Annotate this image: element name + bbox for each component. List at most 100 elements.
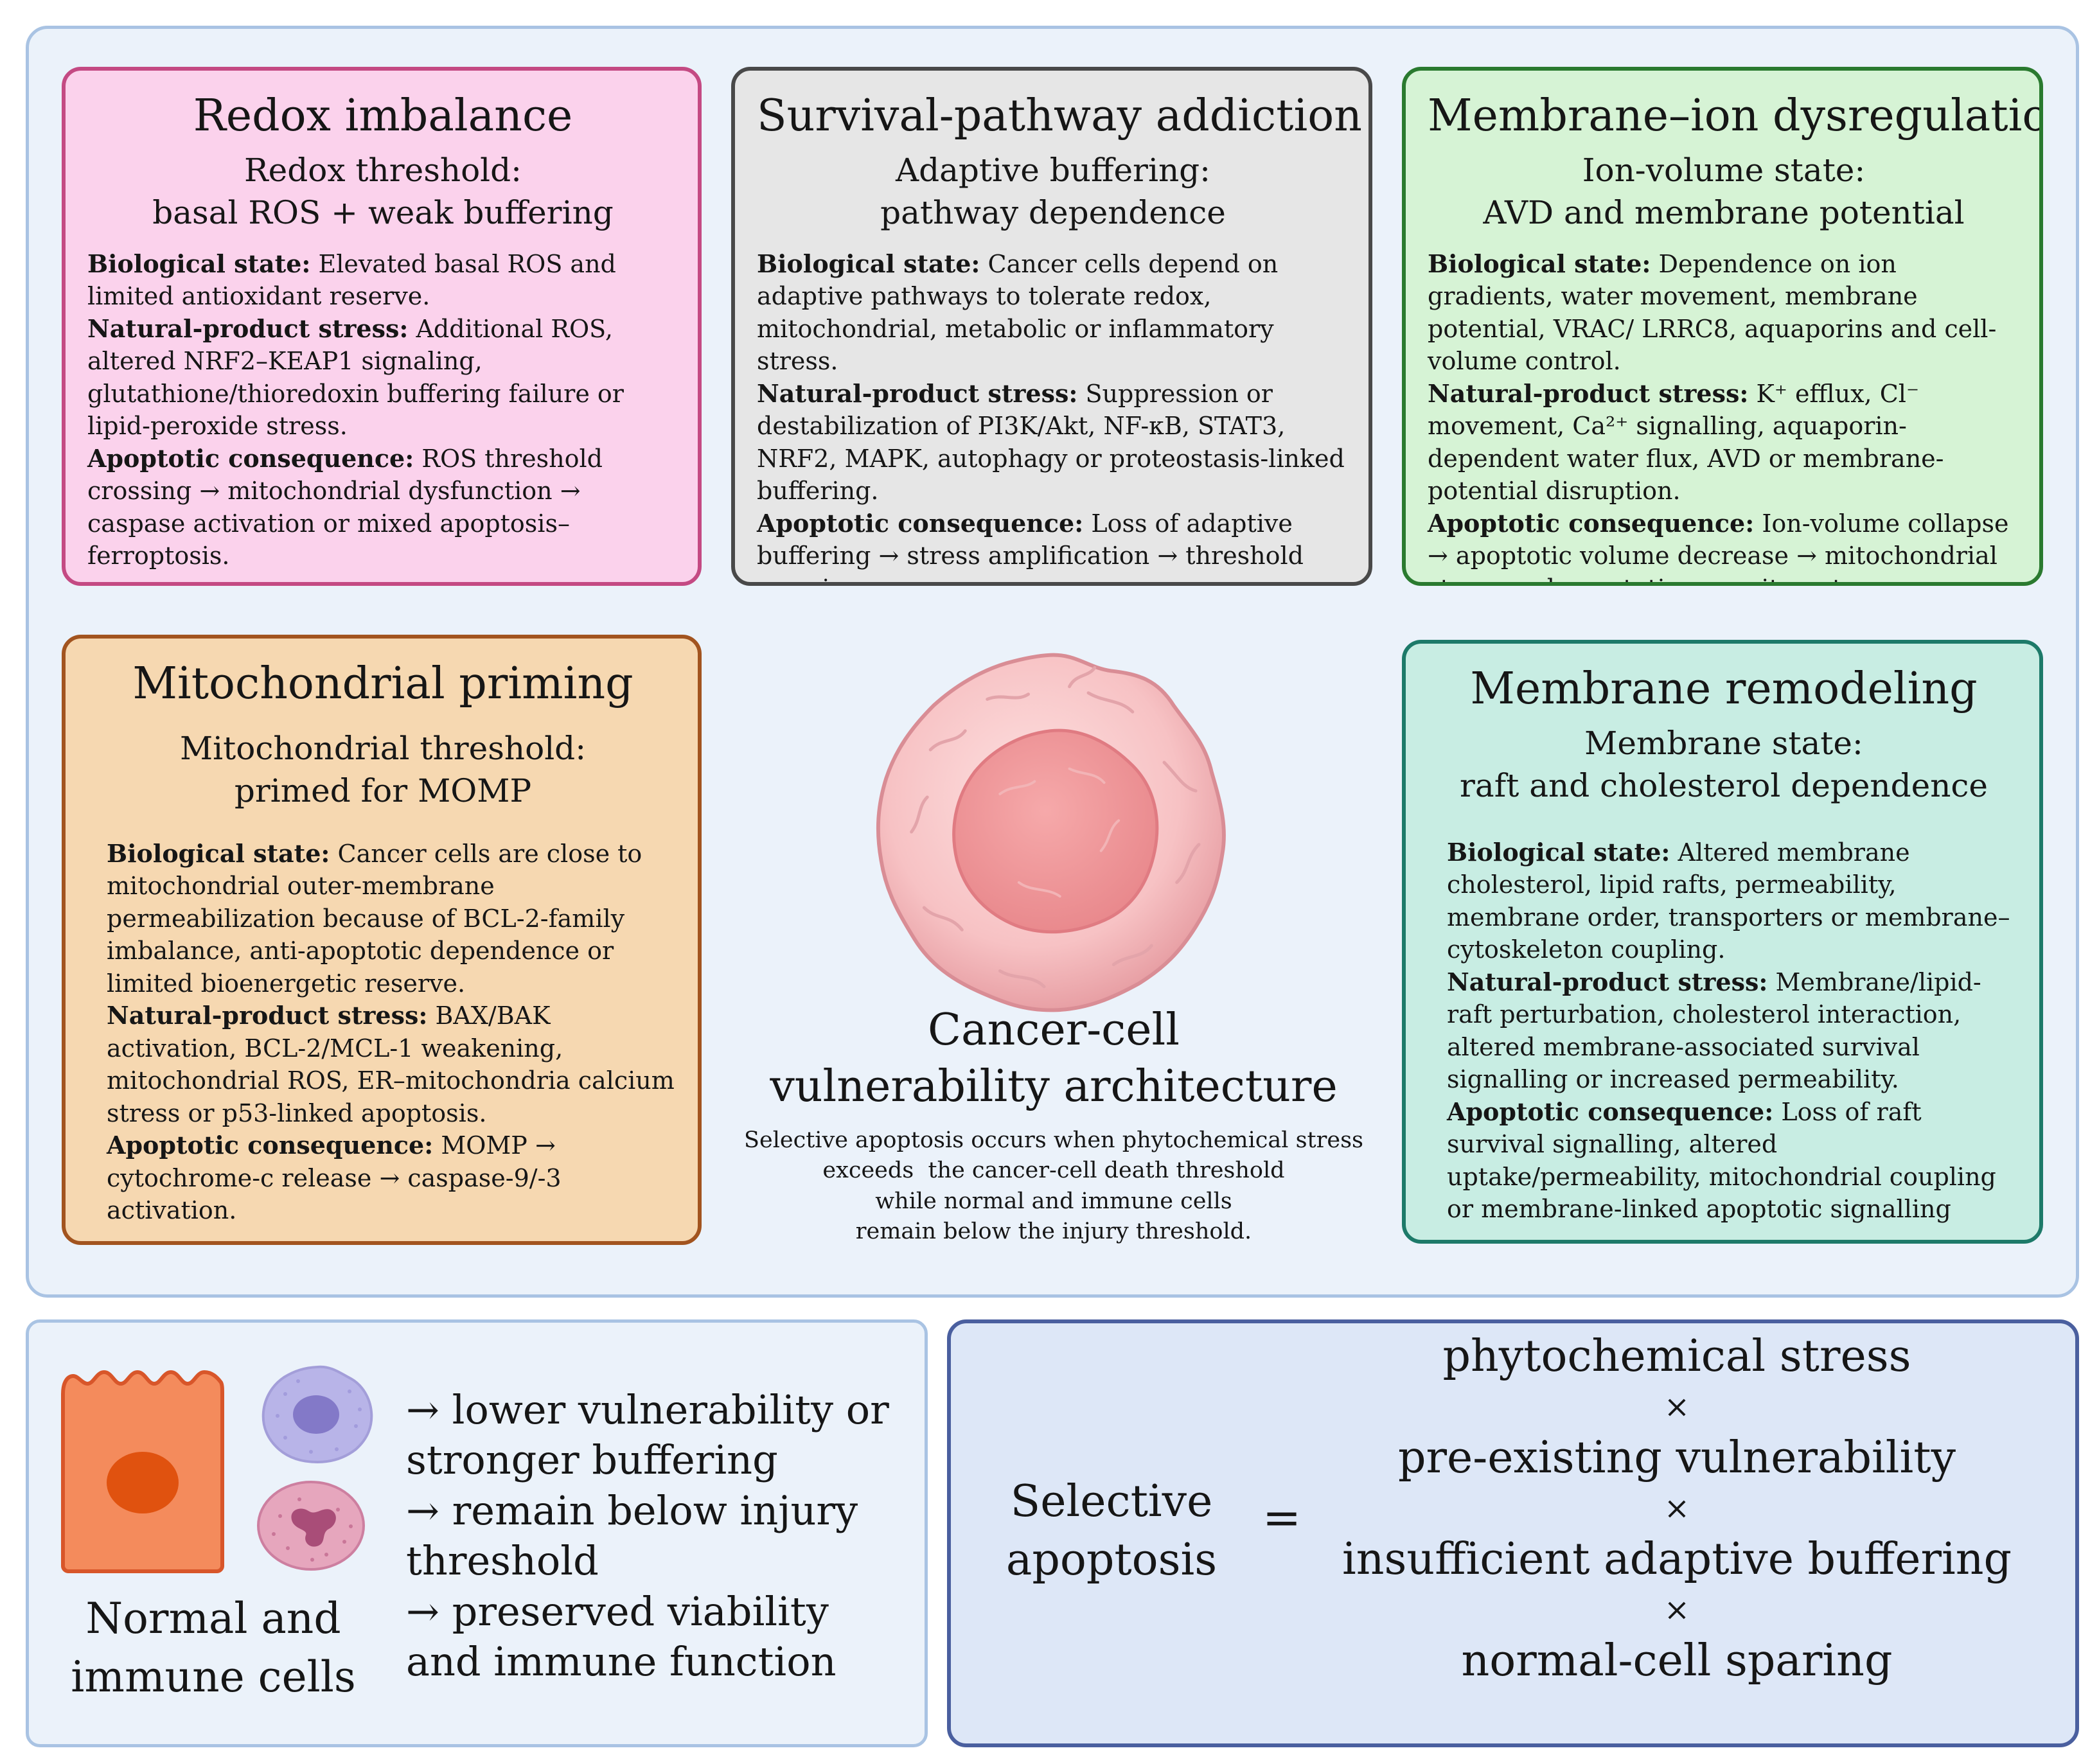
center-description-line: while normal and immune cells — [875, 1188, 1232, 1214]
card-mitochondrial-priming: Mitochondrial priming Mitochondrial thre… — [62, 635, 702, 1245]
card-body: Biological state: Cancer cells are close… — [87, 838, 678, 1227]
text: Cancer cells depend on adaptive pathways… — [757, 249, 1279, 376]
label: Biological state: — [107, 838, 330, 868]
natural-product-stress: Natural-product stress: Suppression or d… — [757, 378, 1349, 507]
center-description-line: Selective apoptosis occurs when phytoche… — [744, 1127, 1363, 1153]
effect-item: → preserved viability and immune functio… — [406, 1587, 837, 1686]
center-title: Cancer-cell vulnerability architecture — [732, 1002, 1375, 1116]
card-subtitle-line-2: basal ROS + weak buffering — [152, 193, 614, 231]
card-title: Membrane–ion dysregulation — [1428, 91, 2043, 141]
label: Apoptotic consequence: — [1447, 1097, 1774, 1126]
epithelial-cell-icon — [61, 1370, 224, 1573]
card-body: Biological state: Altered membrane chole… — [1428, 836, 2020, 1226]
normal-cells-label: Normal and immune cells — [59, 1589, 368, 1706]
times-sign: × — [1663, 1592, 1690, 1628]
label: Apoptotic consequence: — [757, 508, 1084, 538]
biological-state: Biological state: Cancer cells are close… — [107, 838, 678, 1000]
apoptotic-consequence: Apoptotic consequence: Ion-volume collap… — [1428, 507, 2020, 582]
label: Natural-product stress: — [757, 378, 1078, 408]
times-sign: × — [1663, 1490, 1690, 1527]
card-subtitle: Redox threshold: basal ROS + weak buffer… — [87, 149, 678, 234]
biological-state: Biological state: Altered membrane chole… — [1447, 836, 2020, 966]
card-subtitle-line-2: AVD and membrane potential — [1483, 193, 1965, 231]
text: Ion-volume collapse → apoptotic volume d… — [1428, 509, 2009, 582]
text: Elevated basal ROS and limited antioxida… — [87, 249, 616, 311]
card-subtitle-line-1: Adaptive buffering: — [895, 151, 1210, 189]
label: Natural-product stress: — [1428, 378, 1749, 408]
card-subtitle: Adaptive buffering: pathway dependence — [757, 149, 1349, 234]
card-subtitle-line-2: pathway dependence — [880, 193, 1226, 231]
center-description: Selective apoptosis occurs when phytoche… — [720, 1125, 1388, 1247]
card-membrane-ion-dysregulation: Membrane–ion dysregulation Ion-volume st… — [1402, 67, 2043, 586]
natural-product-stress: Natural-product stress: Additional ROS, … — [87, 313, 678, 443]
apoptotic-consequence: Apoptotic consequence: Loss of adaptive … — [757, 507, 1349, 582]
lymphocyte-icon — [261, 1365, 373, 1464]
card-title: Membrane remodeling — [1470, 664, 1978, 714]
label: Biological state: — [1447, 837, 1670, 867]
center-description-line: remain below the injury threshold. — [855, 1218, 1252, 1244]
normal-cells-label-line-1: Normal and — [85, 1594, 341, 1643]
formula-term: phytochemical stress — [1442, 1331, 1911, 1382]
card-survival-pathway-addiction: Survival-pathway addiction Adaptive buff… — [731, 67, 1372, 586]
text: Additional ROS, altered NRF2–KEAP1 signa… — [87, 314, 624, 441]
formula-panel — [947, 1319, 2079, 1747]
card-subtitle: Membrane state: raft and cholesterol dep… — [1428, 722, 2020, 807]
card-title: Survival-pathway addiction — [757, 91, 1362, 141]
card-subtitle-line-1: Membrane state: — [1584, 724, 1863, 762]
card-redox-imbalance: Redox imbalance Redox threshold: basal R… — [62, 67, 702, 586]
label: Apoptotic consequence: — [1428, 508, 1755, 538]
biological-state: Biological state: Cancer cells depend on… — [757, 248, 1349, 378]
biological-state: Biological state: Dependence on ion grad… — [1428, 248, 2020, 378]
center-title-line-2: vulnerability architecture — [770, 1061, 1338, 1113]
label: Apoptotic consequence: — [107, 1131, 434, 1160]
text: Cancer cells are close to mitochondrial … — [107, 839, 642, 998]
equals-sign: = — [1262, 1490, 1302, 1544]
normal-cells-label-line-2: immune cells — [71, 1652, 356, 1702]
formula-lhs: Selective apoptosis — [951, 1472, 1272, 1589]
apoptotic-consequence: Apoptotic consequence: Loss of raft surv… — [1447, 1096, 2020, 1226]
natural-product-stress: Natural-product stress: BAX/BAK activati… — [107, 1000, 678, 1129]
cancer-cell-icon — [876, 653, 1226, 1012]
label: Natural-product stress: — [1447, 967, 1768, 996]
formula-terms: phytochemical stress × pre-existing vuln… — [1336, 1328, 2017, 1689]
label: Natural-product stress: — [107, 1001, 428, 1030]
effect-item: → remain below injury threshold — [406, 1486, 858, 1585]
card-body: Biological state: Dependence on ion grad… — [1428, 248, 2020, 582]
card-subtitle-line-2: primed for MOMP — [234, 772, 532, 809]
text: ROS threshold crossing → mitochondrial d… — [87, 444, 603, 570]
card-membrane-remodeling: Membrane remodeling Membrane state: raft… — [1402, 640, 2043, 1244]
times-sign: × — [1663, 1389, 1690, 1425]
formula-lhs-line-2: apoptosis — [1005, 1535, 1218, 1586]
text: MOMP → cytochrome-c release → caspase-9/… — [107, 1131, 562, 1225]
card-title: Redox imbalance — [193, 91, 573, 141]
label: Biological state: — [87, 249, 311, 278]
normal-cells-effects: → lower vulnerability or stronger buffer… — [406, 1385, 914, 1688]
formula-term: insufficient adaptive buffering — [1342, 1533, 2012, 1585]
label: Biological state: — [757, 249, 980, 278]
card-subtitle-line-2: raft and cholesterol dependence — [1459, 766, 1988, 804]
center-description-line: exceeds the cancer-cell death threshold — [822, 1158, 1285, 1184]
card-title: Mitochondrial priming — [132, 658, 633, 709]
card-body: Biological state: Cancer cells depend on… — [757, 248, 1349, 582]
formula-lhs-line-1: Selective — [1010, 1476, 1213, 1527]
text: K⁺ efflux, Cl⁻ movement, Ca²⁺ signalling… — [1428, 379, 1944, 506]
label: Apoptotic consequence: — [87, 443, 414, 473]
effect-item: → lower vulnerability or stronger buffer… — [406, 1386, 889, 1484]
center-title-line-1: Cancer-cell — [928, 1005, 1180, 1055]
card-subtitle: Mitochondrial threshold: primed for MOMP — [87, 727, 678, 812]
card-subtitle-line-1: Mitochondrial threshold: — [179, 729, 587, 767]
card-subtitle-line-1: Redox threshold: — [244, 151, 522, 189]
natural-product-stress: Natural-product stress: Membrane/lipid-r… — [1447, 966, 2020, 1096]
label: Biological state: — [1428, 249, 1651, 278]
apoptotic-consequence: Apoptotic consequence: MOMP → cytochrome… — [107, 1129, 678, 1227]
card-body: Biological state: Elevated basal ROS and… — [87, 248, 678, 572]
text: Dependence on ion gradients, water movem… — [1428, 249, 1997, 376]
card-subtitle: Ion-volume state: AVD and membrane poten… — [1428, 149, 2020, 234]
text: Membrane/lipid-raft perturbation, choles… — [1447, 967, 1981, 1094]
formula-term: pre-existing vulnerability — [1397, 1432, 1956, 1483]
text: BAX/BAK activation, BCL-2/MCL-1 weakenin… — [107, 1001, 675, 1127]
text: Suppression or destabilization of PI3K/A… — [757, 379, 1345, 506]
apoptotic-consequence: Apoptotic consequence: ROS threshold cro… — [87, 443, 678, 572]
text: Loss of adaptive buffering → stress ampl… — [757, 509, 1304, 582]
formula-term: normal-cell sparing — [1461, 1635, 1893, 1686]
